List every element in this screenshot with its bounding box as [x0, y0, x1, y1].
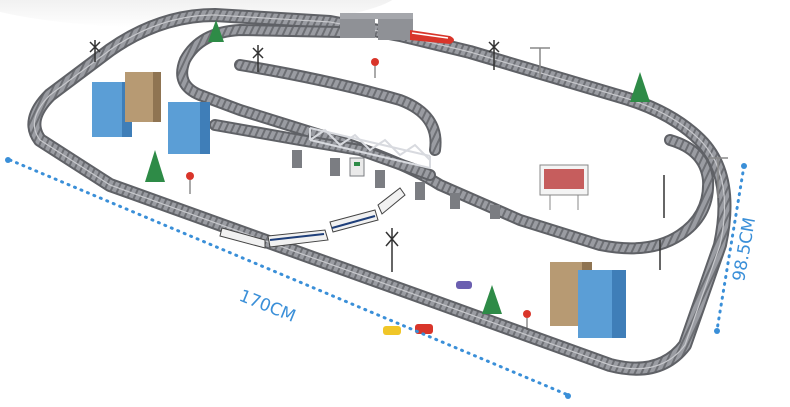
length-dimension-start-dot: [5, 157, 11, 163]
trees: [145, 20, 650, 314]
elevated-track: [209, 59, 442, 181]
lamp-posts: [530, 47, 728, 198]
bridge-station-sign: [349, 157, 365, 177]
inner-track: [176, 24, 715, 255]
bridge-signal-light: [354, 162, 360, 166]
crossing-signs: [89, 40, 665, 272]
length-label: 170CM: [236, 286, 298, 327]
outer-track: [27, 8, 732, 376]
width-label: 98.5CM: [729, 216, 760, 283]
white-passenger-train: [219, 187, 406, 249]
width-dimension-line: [715, 164, 746, 332]
length-dimension-line: [8, 158, 570, 397]
width-dimension-bottom-dot: [714, 328, 720, 334]
toy-cars: [383, 281, 472, 335]
width-dimension-top-dot: [741, 163, 747, 169]
length-dimension-end-dot: [565, 393, 571, 399]
tunnel: [340, 13, 413, 40]
billboard: [539, 164, 589, 210]
truss-bridge: [309, 127, 431, 169]
width-dimension: 98.5CM: [714, 163, 760, 334]
buildings-right: [550, 262, 626, 338]
stop-signs: [186, 58, 531, 330]
red-bullet-train: [410, 30, 454, 44]
length-dimension: 170CM: [5, 157, 571, 399]
bridge-piers: [292, 150, 500, 219]
buildings-left: [92, 72, 210, 154]
